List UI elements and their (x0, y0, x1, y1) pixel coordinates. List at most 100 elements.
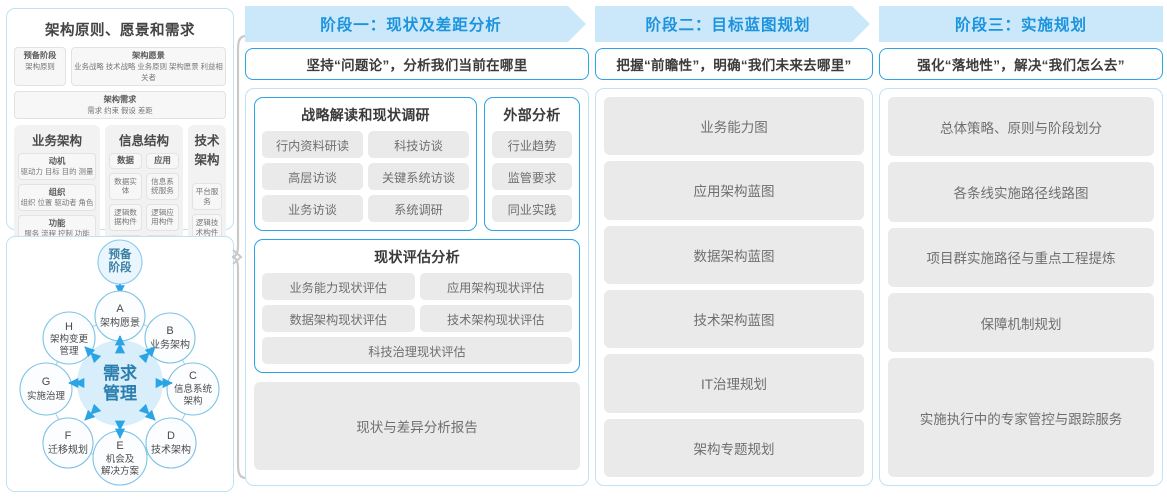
phase-1-subtitle: 坚持“问题论”，分析我们当前在哪里 (245, 48, 589, 80)
adm-node-h-label2: 管理 (59, 345, 79, 357)
togaf-title: 架构原则、愿景和需求 (45, 23, 195, 39)
blueprint-item-5[interactable]: IT治理规划 (604, 354, 864, 413)
phase-3-subtitle: 强化“落地性”，解决“我们怎么去” (879, 48, 1163, 80)
strategy-cell-1[interactable]: 行内资料研读 (262, 131, 363, 158)
adm-center-arrows (68, 335, 173, 439)
adm-node-h-key: H (65, 321, 73, 333)
adm-node-d-key: D (167, 430, 175, 442)
application-cell-2: 逻辑应用构件 (146, 203, 179, 231)
strategy-cell-3[interactable]: 高层访谈 (262, 163, 363, 190)
function-text: 服务 流程 控制 功能 (24, 229, 90, 238)
assessment-cell-2[interactable]: 应用架构现状评估 (419, 273, 572, 300)
togaf-vision-head: 架构愿景 (132, 51, 165, 60)
blueprint-item-3[interactable]: 数据架构蓝图 (604, 225, 864, 284)
data-head: 数据 (109, 153, 142, 169)
chevron-right-icon (568, 6, 589, 42)
adm-node-f-label: 迁移规划 (48, 443, 88, 456)
togaf-requirements-text: 需求 约束 假设 差距 (87, 106, 153, 115)
organization-text: 组织 位置 驱动者 角色 (20, 198, 94, 207)
adm-preliminary-line1: 预备 (109, 247, 132, 261)
adm-node-e-label1: 机会及 (106, 453, 135, 465)
togaf-requirements-box: 架构需求 需求 约束 假设 差距 (14, 91, 226, 119)
technology-cell-1: 平台服务 (192, 183, 222, 210)
adm-node-e-key: E (116, 440, 123, 452)
phase-2-subtitle: 把握“前瞻性”，明确“我们未来去哪里” (595, 48, 873, 80)
phase-1-band-label: 阶段一：现状及差距分析 (320, 17, 502, 34)
togaf-preliminary-box: 预备阶段 架构原则 (14, 47, 66, 86)
phase-2-band-label: 阶段二：目标蓝图规划 (645, 17, 811, 34)
external-cell-1[interactable]: 行业趋势 (492, 131, 572, 158)
assessment-cell-4[interactable]: 技术架构现状评估 (419, 305, 572, 332)
application-cell-1: 信息系统服务 (146, 172, 179, 200)
data-cell-2: 逻辑数据构件 (109, 203, 142, 231)
togaf-content-framework-card: 架构原则、愿景和需求 预备阶段 架构原则 架构愿景 业务战略 技术战略 业务原则… (6, 8, 234, 328)
current-state-title: 现状评估分析 (374, 249, 460, 265)
adm-node-a-key: A (116, 303, 124, 315)
togaf-preliminary-text: 架构原则 (25, 62, 55, 71)
phase-1-top-row: 战略解读和现状调研 行内资料研读 科技访谈 高层访谈 关键系统访谈 业务访谈 系… (254, 97, 580, 231)
adm-node-d-label: 技术架构 (151, 443, 191, 456)
phase-1-body: 战略解读和现状调研 行内资料研读 科技访谈 高层访谈 关键系统访谈 业务访谈 系… (245, 88, 589, 486)
phase-3-band[interactable]: 阶段三：实施规划 (879, 6, 1163, 42)
blueprint-item-2[interactable]: 应用架构蓝图 (604, 161, 864, 220)
gap-analysis-report[interactable]: 现状与差异分析报告 (254, 382, 580, 470)
implementation-item-5[interactable]: 实施执行中的专家管控与跟踪服务 (888, 358, 1154, 477)
blueprint-item-1[interactable]: 业务能力图 (604, 97, 864, 156)
implementation-item-1[interactable]: 总体策略、原则与阶段划分 (888, 97, 1154, 157)
implementation-item-2[interactable]: 各条线实施路径线路图 (888, 162, 1154, 222)
left-reference-column: 架构原则、愿景和需求 预备阶段 架构原则 架构愿景 业务战略 技术战略 业务原则… (6, 8, 248, 492)
current-state-assessment-group: 现状评估分析 业务能力现状评估 应用架构现状评估 数据架构现状评估 技术架构现状… (254, 239, 580, 373)
adm-node-b-label: 业务架构 (150, 338, 190, 351)
assessment-cell-1[interactable]: 业务能力现状评估 (262, 273, 415, 300)
phase-3-body: 总体策略、原则与阶段划分 各条线实施路径线路图 项目群实施路径与重点工程提炼 保… (879, 88, 1163, 486)
phase-column-1: 阶段一：现状及差距分析 坚持“问题论”，分析我们当前在哪里 战略解读和现状调研 … (245, 6, 589, 494)
implementation-item-3[interactable]: 项目群实施路径与重点工程提炼 (888, 227, 1154, 287)
adm-node-f-key: F (65, 430, 72, 442)
bracket-connector (232, 34, 248, 480)
business-architecture-title: 业务架构 (31, 134, 82, 148)
external-cell-3[interactable]: 同业实践 (492, 195, 572, 222)
adm-node-b (144, 312, 196, 364)
strategy-research-grid: 行内资料研读 科技访谈 高层访谈 关键系统访谈 业务访谈 系统调研 (262, 131, 469, 222)
strategy-cell-2[interactable]: 科技访谈 (368, 131, 469, 158)
function-head: 功能 (48, 218, 66, 228)
external-analysis-title: 外部分析 (503, 107, 561, 123)
business-organization-pill: 组织 组织 位置 驱动者 角色 (18, 184, 96, 211)
phase-2-item-stack: 业务能力图 应用架构蓝图 数据架构蓝图 技术架构蓝图 IT治理规划 架构专题规划 (604, 97, 864, 477)
adm-center-line1: 需求 (103, 363, 137, 383)
adm-node-e-label2: 解决方案 (101, 465, 140, 477)
adm-node-f (42, 417, 94, 469)
external-analysis-grid: 行业趋势 监管要求 同业实践 (492, 131, 572, 222)
phase-3-band-label: 阶段三：实施规划 (954, 17, 1087, 34)
strategy-cell-5[interactable]: 业务访谈 (262, 195, 363, 222)
adm-node-c-key: C (189, 370, 197, 382)
data-cell-1: 数据实体 (109, 172, 142, 200)
phase-2-band[interactable]: 阶段二：目标蓝图规划 (595, 6, 873, 42)
assessment-cell-3[interactable]: 数据架构现状评估 (262, 305, 415, 332)
business-motivation-pill: 动机 驱动力 目标 目的 测量 (18, 153, 96, 180)
adm-node-c-label1: 信息系统 (174, 383, 213, 395)
strategy-cell-4[interactable]: 关键系统访谈 (368, 163, 469, 190)
external-cell-2[interactable]: 监管要求 (492, 163, 572, 190)
blueprint-item-4[interactable]: 技术架构蓝图 (604, 289, 864, 349)
adm-node-d (145, 417, 197, 469)
adm-preliminary-line2: 阶段 (109, 260, 132, 274)
assessment-cell-5[interactable]: 科技治理现状评估 (262, 337, 572, 364)
adm-node-a (94, 290, 146, 342)
adm-node-g (19, 362, 73, 416)
implementation-item-4[interactable]: 保障机制规划 (888, 292, 1154, 353)
phase-column-2: 阶段二：目标蓝图规划 把握“前瞻性”，明确“我们未来去哪里” 业务能力图 应用架… (595, 6, 873, 494)
phase-1-band[interactable]: 阶段一：现状及差距分析 (245, 6, 589, 42)
adm-node-h (42, 311, 96, 365)
motivation-head: 动机 (48, 156, 66, 166)
togaf-vision-box: 架构愿景 业务战略 技术战略 业务原则 架构愿景 利益相关者 (71, 47, 226, 86)
current-state-grid: 业务能力现状评估 应用架构现状评估 数据架构现状评估 技术架构现状评估 (262, 273, 572, 332)
strategy-research-wrap: 战略解读和现状调研 行内资料研读 科技访谈 高层访谈 关键系统访谈 业务访谈 系… (254, 97, 477, 231)
strategy-cell-6[interactable]: 系统调研 (368, 195, 469, 222)
blueprint-item-6[interactable]: 架构专题规划 (604, 418, 864, 477)
external-analysis-wrap: 外部分析 行业趋势 监管要求 同业实践 (484, 97, 580, 231)
information-structure-title: 信息结构 (118, 134, 169, 148)
adm-cycle-card: 预备 阶段 需求 管理 A 架构愿景 B 业务架构 C 信息系统 架构 (6, 236, 234, 492)
togaf-vision-text: 业务战略 技术战略 业务原则 架构愿景 利益相关者 (74, 62, 223, 82)
